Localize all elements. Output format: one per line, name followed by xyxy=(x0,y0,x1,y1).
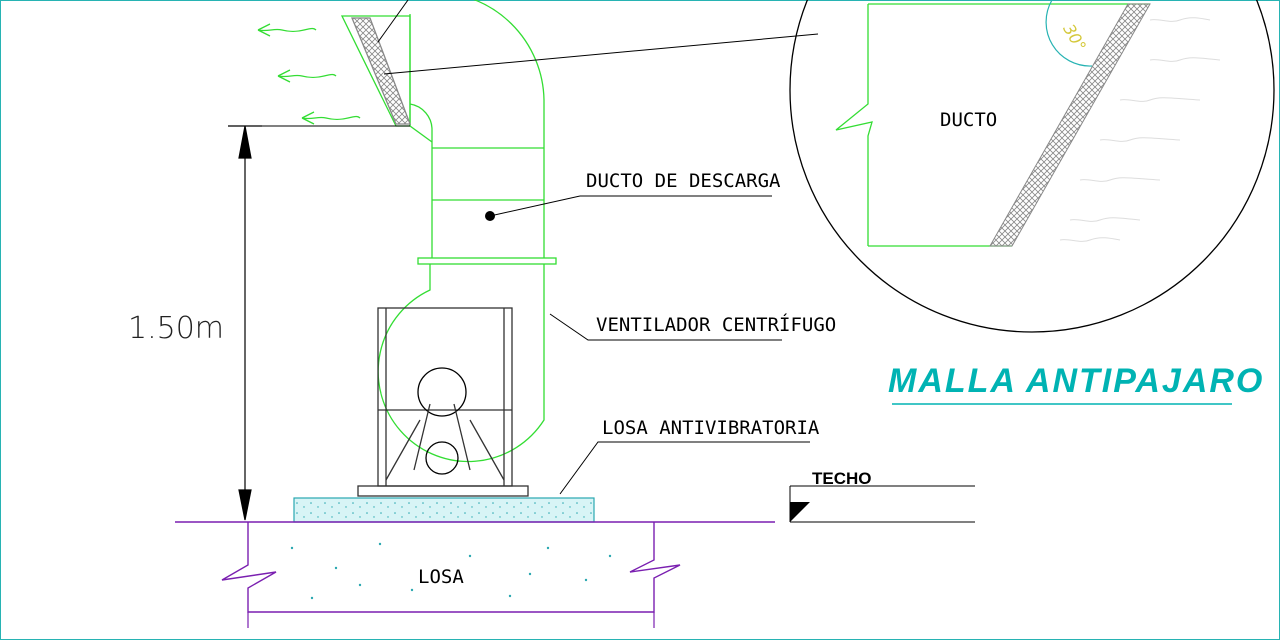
dimension-arrow-icon xyxy=(228,125,262,521)
wavy-arrow-icon xyxy=(301,111,361,125)
discharge-duct-marker xyxy=(485,211,495,221)
fan-frame xyxy=(357,307,529,497)
roof-label: TECHO xyxy=(812,469,872,488)
mesh-detail-circle xyxy=(789,0,1275,333)
level-triangle-icon xyxy=(789,485,975,523)
vibration-slab-label: LOSA ANTIVIBRATORIA xyxy=(602,417,820,439)
drawing-title: MALLA ANTIPAJARO xyxy=(888,362,1264,400)
slab-shape xyxy=(175,521,775,628)
discharge-duct-shape xyxy=(250,0,557,463)
callout-leaders xyxy=(377,0,819,495)
fan-label: VENTILADOR CENTRÍFUGO xyxy=(596,313,836,336)
angle-label: 30° xyxy=(1059,21,1090,55)
discharge-duct-label: DUCTO DE DESCARGA xyxy=(586,170,781,192)
wavy-arrow-icon xyxy=(277,69,337,83)
slab-label: LOSA xyxy=(418,566,464,588)
airflow-icon-group xyxy=(257,23,361,125)
duct-detail-label: DUCTO xyxy=(940,109,997,131)
wavy-arrow-icon xyxy=(257,23,317,37)
height-dimension-label: 1.50m xyxy=(128,311,224,346)
